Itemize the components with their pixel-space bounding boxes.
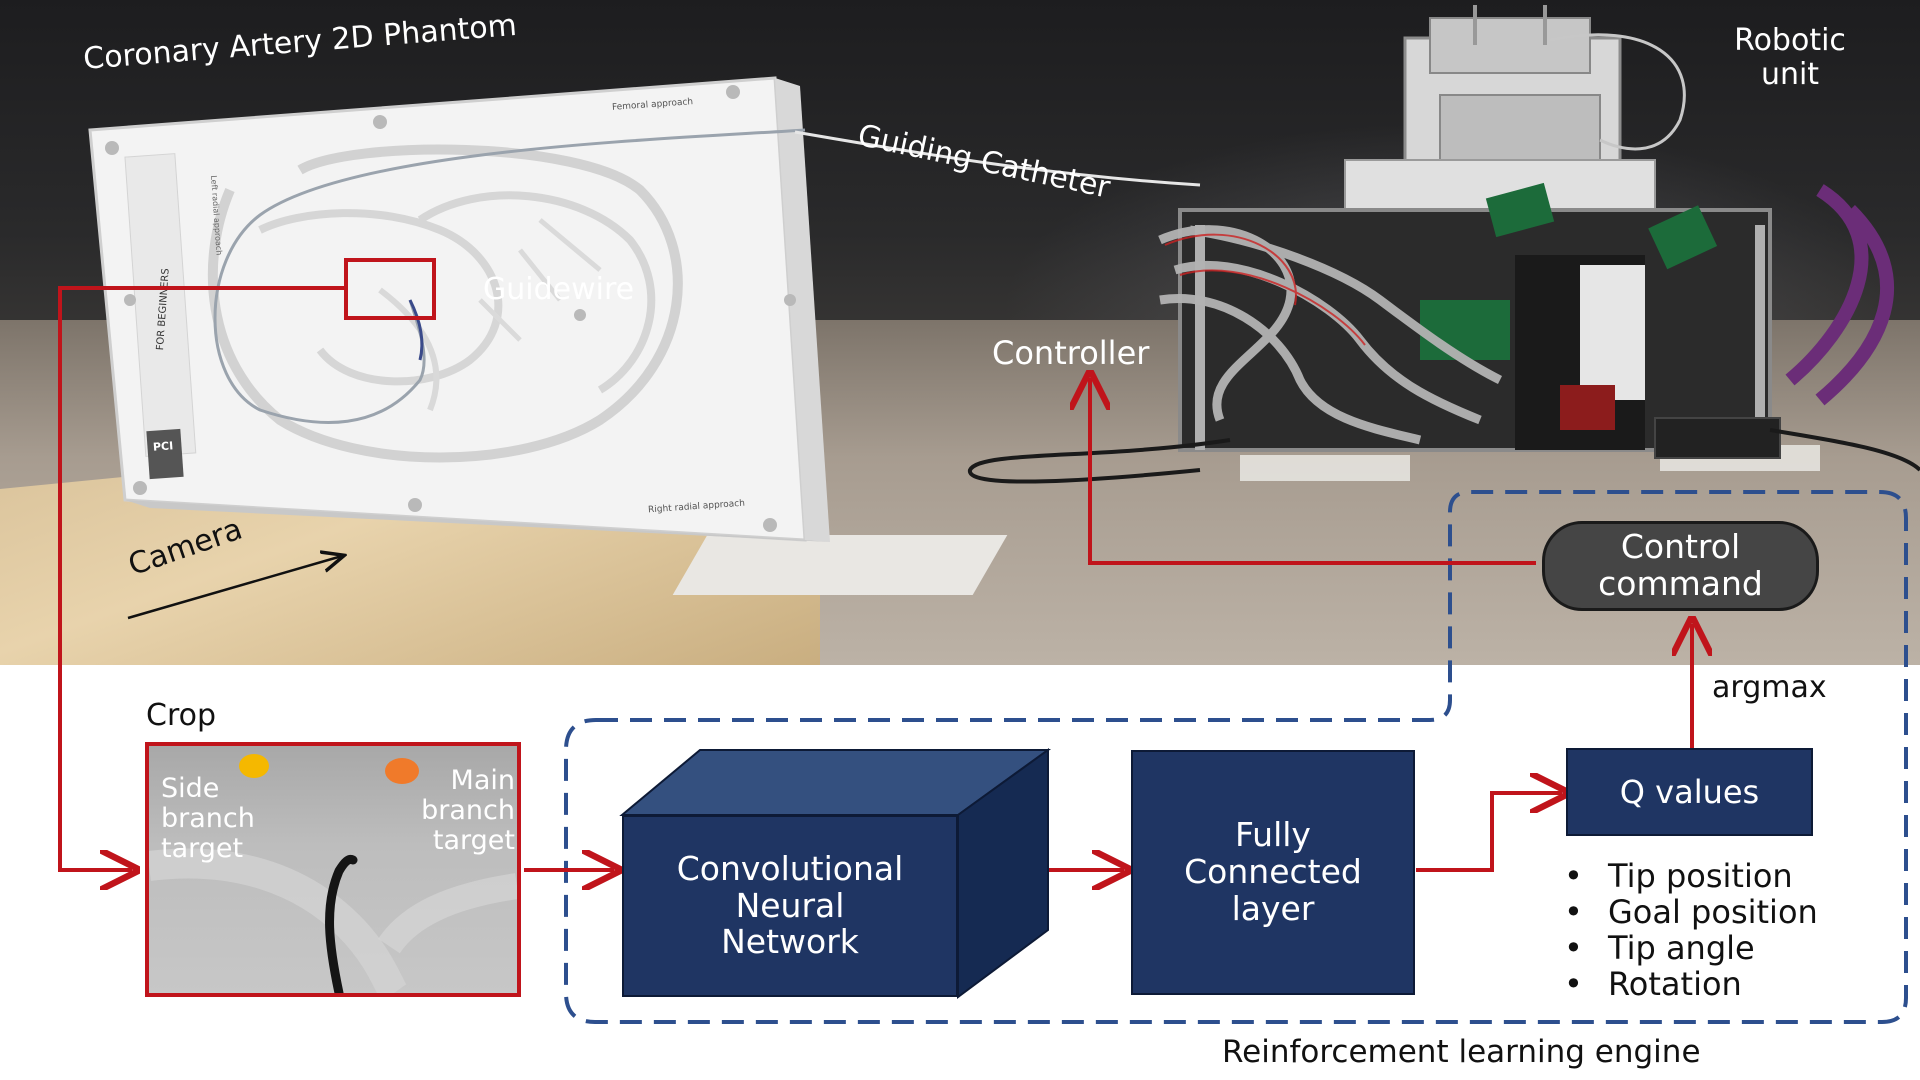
cnn-line-1: Convolutional: [676, 848, 904, 888]
paper-sheet: [1240, 455, 1410, 481]
side-branch-line-1: Side: [161, 773, 220, 804]
control-command-block: Control command: [1542, 521, 1819, 611]
side-branch-target-label: Side branch target: [161, 773, 255, 865]
rl-engine-label: Reinforcement learning engine: [1222, 1034, 1701, 1070]
state-item: Rotation: [1564, 966, 1818, 1002]
side-branch-line-3: target: [161, 833, 244, 865]
camera-arrow: [127, 556, 342, 620]
main-branch-line-3: target: [432, 825, 515, 857]
q-values-label: Q values: [1619, 773, 1760, 811]
state-feature-list: Tip position Goal position Tip angle Rot…: [1564, 858, 1818, 1002]
control-command-line-2: command: [1598, 564, 1763, 603]
main-branch-line-2: branch: [421, 795, 515, 827]
robot-controller-graphic: [968, 5, 1920, 484]
command-to-controller-arrow: [1090, 378, 1536, 565]
controller-label: Controller: [992, 334, 1150, 372]
cnn-line-3: Network: [721, 922, 859, 962]
fc-to-q-arrow: [1416, 793, 1562, 872]
main-target-dot: [385, 758, 419, 784]
state-item: Goal position: [1564, 894, 1818, 930]
robotic-unit-line-1: Robotic: [1734, 23, 1846, 58]
crop-guidewire-graphic: [149, 848, 517, 993]
side-branch-line-2: branch: [161, 803, 255, 835]
fc-line-2: Connected: [1184, 852, 1362, 892]
robotic-unit-label: Robotic unit: [1700, 24, 1880, 91]
crop-label: Crop: [146, 698, 217, 733]
state-item: Tip angle: [1564, 930, 1818, 966]
control-command-line-1: Control: [1620, 527, 1741, 567]
fc-line-3: layer: [1231, 888, 1315, 928]
cnn-block: Convolutional Neural Network: [622, 815, 958, 997]
state-item: Tip position: [1564, 858, 1818, 894]
main-branch-target-label: Main branch target: [421, 765, 515, 857]
cnn-line-2: Neural: [735, 885, 845, 925]
fc-layer-block: Fully Connected layer: [1131, 750, 1415, 995]
setup-photo: Coronary Artery 2D Phantom Guiding Cathe…: [0, 0, 1920, 665]
phantom-board-graphic: [88, 76, 1201, 542]
cnn-cube-side: [957, 748, 1049, 999]
fc-line-1: Fully: [1235, 815, 1311, 855]
side-target-dot: [239, 754, 269, 778]
argmax-label: argmax: [1712, 670, 1827, 705]
roi-to-crop-arrow: [58, 286, 346, 870]
main-branch-line-1: Main: [450, 765, 515, 796]
robotic-unit-line-2: unit: [1760, 56, 1820, 92]
q-values-block: Q values: [1566, 748, 1813, 836]
crop-image: Side branch target Main branch target: [145, 742, 521, 997]
guidewire-label: Guidewire: [483, 272, 635, 307]
rl-engine-border: [564, 490, 1908, 1024]
guidewire-roi-box: [344, 258, 436, 320]
